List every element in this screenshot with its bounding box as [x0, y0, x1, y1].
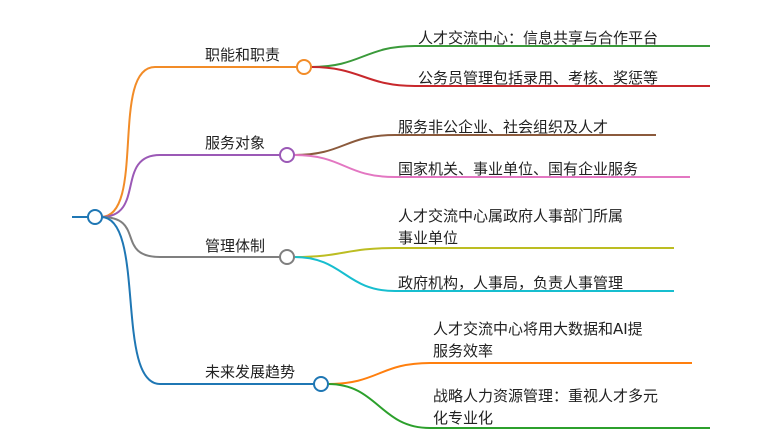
child-label-line: 事业单位 [398, 229, 458, 247]
branch-edge [100, 66, 156, 218]
child-edge [310, 66, 416, 87]
branch-label: 未来发展趋势 [205, 363, 295, 381]
branch-edge [100, 154, 161, 218]
branch-edge [100, 216, 161, 385]
child-label-line: 人才交流中心将用大数据和AI提 [433, 320, 643, 338]
branch-node[interactable] [296, 59, 312, 75]
child-label-line: 人才交流中心属政府人事部门所属 [398, 207, 623, 225]
child-edge [327, 383, 431, 429]
child-edge [310, 45, 416, 68]
child-label: 服务非公企业、社会组织及人才 [398, 118, 608, 136]
root-node[interactable] [87, 209, 103, 225]
mindmap-nodes: 职能和职责 人才交流中心：信息共享与合作平台公务员管理包括录用、考核、奖惩等服务对… [87, 29, 658, 427]
child-label: 人才交流中心属政府人事部门所属事业单位 [398, 207, 623, 247]
child-label-line: 公务员管理包括录用、考核、奖惩等 [418, 69, 658, 87]
child-label: 公务员管理包括录用、考核、奖惩等 [418, 69, 658, 87]
child-label-line: 服务非公企业、社会组织及人才 [398, 118, 608, 136]
branch-label: 管理体制 [205, 237, 265, 255]
child-label-line: 服务效率 [433, 342, 493, 360]
child-label: 人才交流中心将用大数据和AI提服务效率 [433, 320, 643, 360]
child-edge [293, 247, 396, 258]
branch-node[interactable] [313, 376, 329, 392]
child-label: 人才交流中心：信息共享与合作平台 [418, 29, 658, 47]
child-edge [327, 362, 431, 385]
child-label-line: 化专业化 [433, 409, 493, 427]
branch-node[interactable] [279, 147, 295, 163]
child-edge [293, 154, 396, 178]
branch-label: 职能和职责 [205, 46, 280, 64]
branch-edge [100, 216, 161, 258]
child-label-line: 人才交流中心：信息共享与合作平台 [418, 29, 658, 47]
branch-label: 服务对象 [205, 134, 265, 152]
child-label-line: 战略人力资源管理：重视人才多元 [433, 387, 658, 405]
child-label: 政府机构，人事局，负责人事管理 [398, 274, 623, 292]
child-label-line: 政府机构，人事局，负责人事管理 [398, 274, 623, 292]
child-label: 战略人力资源管理：重视人才多元化专业化 [433, 387, 658, 427]
child-label: 国家机关、事业单位、国有企业服务 [398, 160, 638, 178]
child-edge [293, 134, 396, 156]
branch-node[interactable] [279, 249, 295, 265]
mindmap-edges [72, 45, 710, 429]
child-label-line: 国家机关、事业单位、国有企业服务 [398, 160, 638, 178]
child-edge [293, 256, 396, 292]
